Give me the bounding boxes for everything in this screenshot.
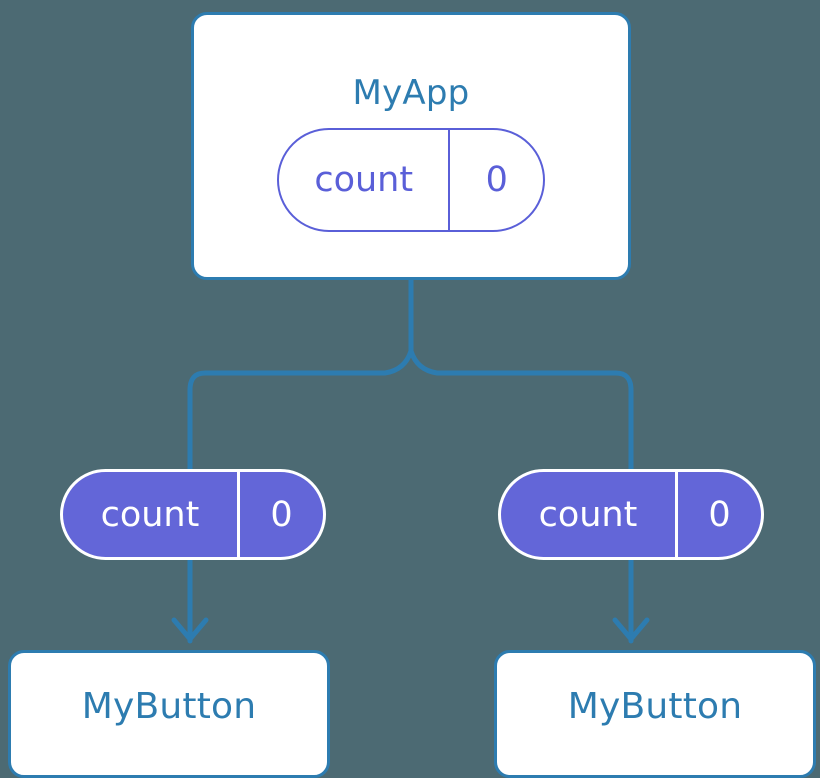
- component-box-mybutton-right[interactable]: MyButton: [494, 650, 816, 778]
- right-arrow-head-icon: [612, 617, 650, 642]
- prop-pill-left[interactable]: count 0: [60, 469, 326, 560]
- right-branch-connector: [408, 348, 634, 473]
- component-label-myapp: MyApp: [352, 73, 470, 113]
- prop-pill-left-value: 0: [236, 472, 323, 557]
- component-box-mybutton-left[interactable]: MyButton: [8, 650, 330, 778]
- prop-pill-right[interactable]: count 0: [498, 469, 764, 560]
- component-label-mybutton-left: MyButton: [81, 686, 257, 727]
- left-branch-connector: [187, 348, 414, 473]
- state-pill-root[interactable]: count 0: [277, 128, 545, 232]
- prop-pill-left-key: count: [100, 494, 200, 535]
- state-pill-root-key: count: [314, 160, 414, 200]
- left-arrow-head-icon: [171, 617, 209, 642]
- prop-pill-right-key: count: [538, 494, 638, 535]
- state-pill-root-value: 0: [448, 130, 543, 230]
- prop-pill-right-value: 0: [674, 472, 761, 557]
- component-label-mybutton-right: MyButton: [567, 686, 743, 727]
